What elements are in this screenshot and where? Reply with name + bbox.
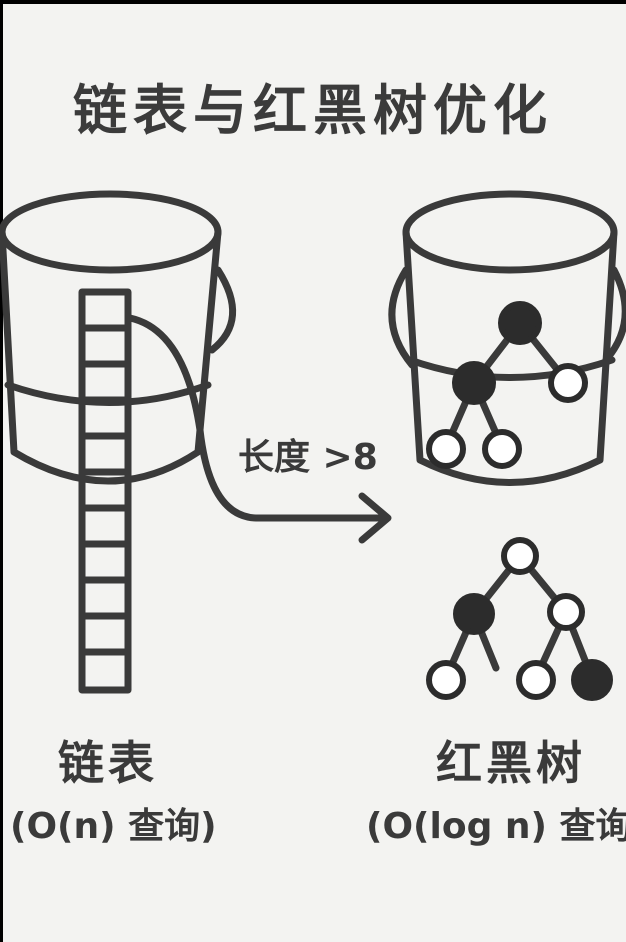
tree-black-node — [571, 659, 613, 701]
tree-white-node — [426, 660, 466, 700]
linked-list-complexity: (O(n) 查询) — [10, 806, 217, 847]
transform-arrow-icon — [126, 314, 392, 544]
tree-white-node — [516, 660, 556, 700]
bucket-tree-black-node — [498, 301, 542, 345]
red-black-tree-label: 红黑树 — [436, 736, 586, 790]
bucket-tree-black-node — [452, 361, 496, 405]
right-bucket-icon — [388, 190, 626, 486]
page-title: 链表与红黑树优化 — [73, 79, 553, 142]
left-border — [0, 0, 3, 942]
tree-white-node — [547, 593, 585, 631]
bucket-tree-white-node — [548, 363, 588, 403]
top-border — [0, 0, 626, 4]
arrow-label: 长度 >8 — [238, 437, 378, 478]
bucket-tree-white-node — [482, 429, 522, 469]
tree-black-node — [453, 593, 495, 635]
linked-list-label: 链表 — [58, 736, 158, 790]
linked-list-icon — [78, 288, 132, 694]
tree-white-node — [501, 537, 539, 575]
red-black-tree-complexity: (O(log n) 查询 — [366, 806, 626, 847]
bucket-tree-white-node — [426, 429, 466, 469]
